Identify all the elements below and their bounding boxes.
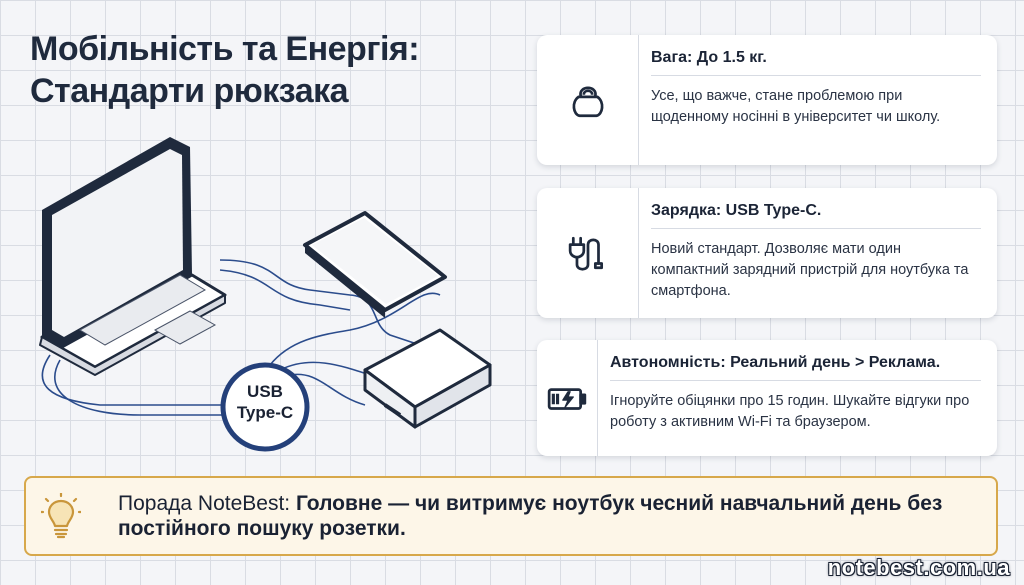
autonomy-card-title: Автономність: Реальний день > Реклама. <box>610 354 981 381</box>
badge-line-2: Type-C <box>237 403 293 422</box>
power-bank-icon <box>363 328 492 429</box>
usb-c-cable-icon <box>41 246 441 416</box>
charging-card-text: Новий стандарт. Дозволяє мати один компа… <box>651 241 969 299</box>
battery-charging-icon <box>547 388 587 410</box>
weight-card: Вага: До 1.5 кг. Усе, що важче, стане пр… <box>537 35 997 165</box>
charging-plug-icon <box>568 236 603 271</box>
site-watermark: notebest.com.ua <box>827 555 1010 580</box>
usb-type-c-badge: USB Type-C <box>220 362 310 452</box>
smartphone-icon <box>303 211 447 318</box>
lightbulb-icon <box>41 493 81 539</box>
page-title-line-1: Мобільність та Енергія: <box>30 30 420 68</box>
laptop-icon <box>39 137 227 376</box>
tip-box: Порада NoteBest: Головне — чи витримує н… <box>24 476 998 556</box>
kettlebell-icon <box>572 86 603 118</box>
tip-main-text: Головне — чи витримує ноутбук чесний нав… <box>118 492 943 540</box>
devices-illustration: USB Type-C <box>39 137 492 452</box>
autonomy-card-text: Ігноруйте обіцянки про 15 годин. Шукайте… <box>610 393 970 430</box>
tip-text: Порада NoteBest: Головне — чи витримує н… <box>96 491 996 541</box>
page-title-line-2: Стандарти рюкзака <box>30 72 349 110</box>
weight-card-text: Усе, що важче, стане проблемою при щоден… <box>651 88 941 125</box>
badge-line-1: USB <box>247 382 283 401</box>
autonomy-card: Автономність: Реальний день > Реклама. І… <box>537 340 997 456</box>
tip-prefix: Порада NoteBest: <box>118 492 296 515</box>
charging-card-title: Зарядка: USB Type-C. <box>651 202 981 229</box>
charging-card: Зарядка: USB Type-C. Новий стандарт. Доз… <box>537 188 997 318</box>
weight-card-title: Вага: До 1.5 кг. <box>651 49 981 76</box>
page-title: Мобільність та Енергія: Стандарти рюкзак… <box>30 28 510 112</box>
